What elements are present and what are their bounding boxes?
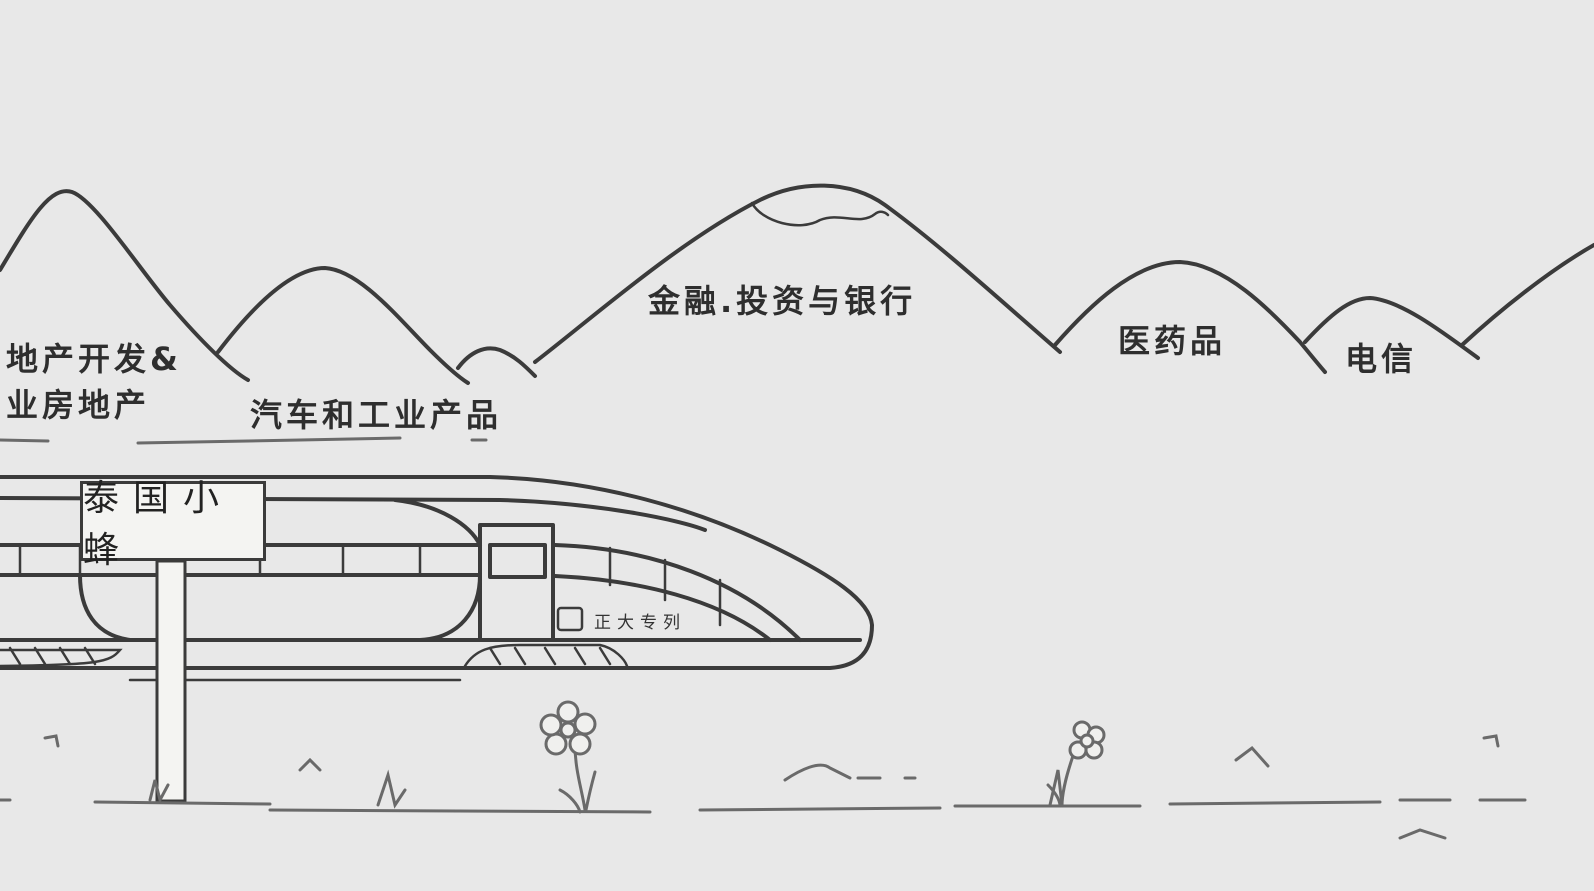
mountain-auto (216, 266, 470, 385)
station-sign: 泰国小蜂 (80, 478, 266, 571)
label-underlines (0, 436, 488, 445)
mountain-telecom (1303, 296, 1480, 360)
sign-post (155, 559, 187, 803)
flowers (539, 700, 1106, 814)
mountain-snowcap (750, 201, 890, 227)
train-label: 正大专列 (594, 613, 686, 633)
mountain-right (1460, 243, 1594, 347)
label-pharma: 医药品 (1118, 322, 1227, 360)
label-auto-industrial: 汽车和工业产品 (250, 396, 503, 434)
ground (0, 734, 1527, 840)
label-telecom: 电信 (1345, 340, 1418, 378)
label-finance: 金融.投资与银行 (648, 282, 917, 320)
mountain-pharma (1053, 260, 1327, 374)
mountain-small (456, 346, 537, 378)
label-real-estate-line1: 地产开发& (6, 340, 182, 378)
mountain-real-estate (0, 189, 250, 382)
label-real-estate-line2: 业房地产 (6, 386, 151, 424)
mountain-finance (533, 183, 1062, 364)
mountains (0, 183, 1594, 385)
station-sign-text: 泰国小蜂 (83, 478, 234, 571)
